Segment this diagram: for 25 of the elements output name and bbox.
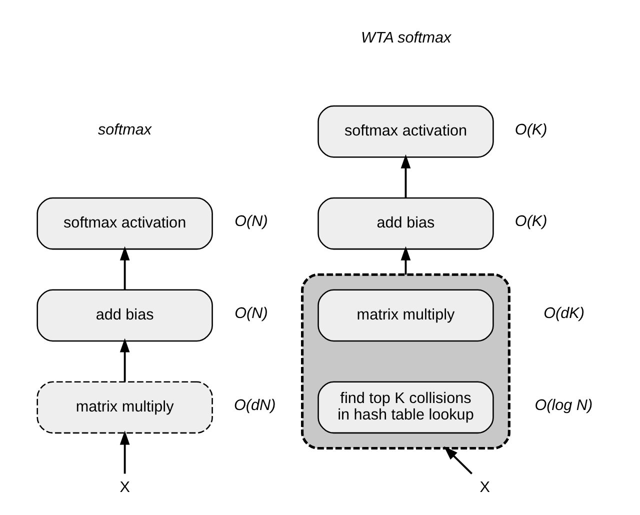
node-box: matrix multiply — [317, 288, 494, 342]
cluster — [300, 272, 510, 450]
node-text: X — [479, 478, 490, 496]
node-box: softmax activation — [317, 104, 494, 158]
label: softmax — [97, 120, 152, 138]
node-label: O(dN) — [233, 396, 276, 414]
arrow — [119, 430, 130, 474]
arrow — [119, 246, 130, 290]
arrow — [443, 446, 472, 474]
arrow — [400, 154, 410, 198]
node-text: X — [119, 478, 130, 496]
arrow — [119, 338, 130, 382]
node-box: find top K collisions in hash table lookup — [317, 380, 494, 434]
node-box: matrix multiply — [36, 380, 212, 434]
label: WTA softmax — [360, 28, 451, 46]
arrow — [400, 246, 410, 274]
node-box: add bias — [36, 288, 212, 342]
node-label: O(N) — [234, 212, 268, 230]
node-label: O(N) — [234, 304, 268, 322]
node-box: softmax activation — [36, 196, 212, 250]
node-label: O(log N) — [534, 396, 592, 414]
node-label: O(K) — [514, 120, 547, 138]
node-label: O(K) — [514, 212, 547, 230]
node-box: add bias — [317, 196, 494, 250]
node-label: O(dK) — [543, 304, 584, 322]
